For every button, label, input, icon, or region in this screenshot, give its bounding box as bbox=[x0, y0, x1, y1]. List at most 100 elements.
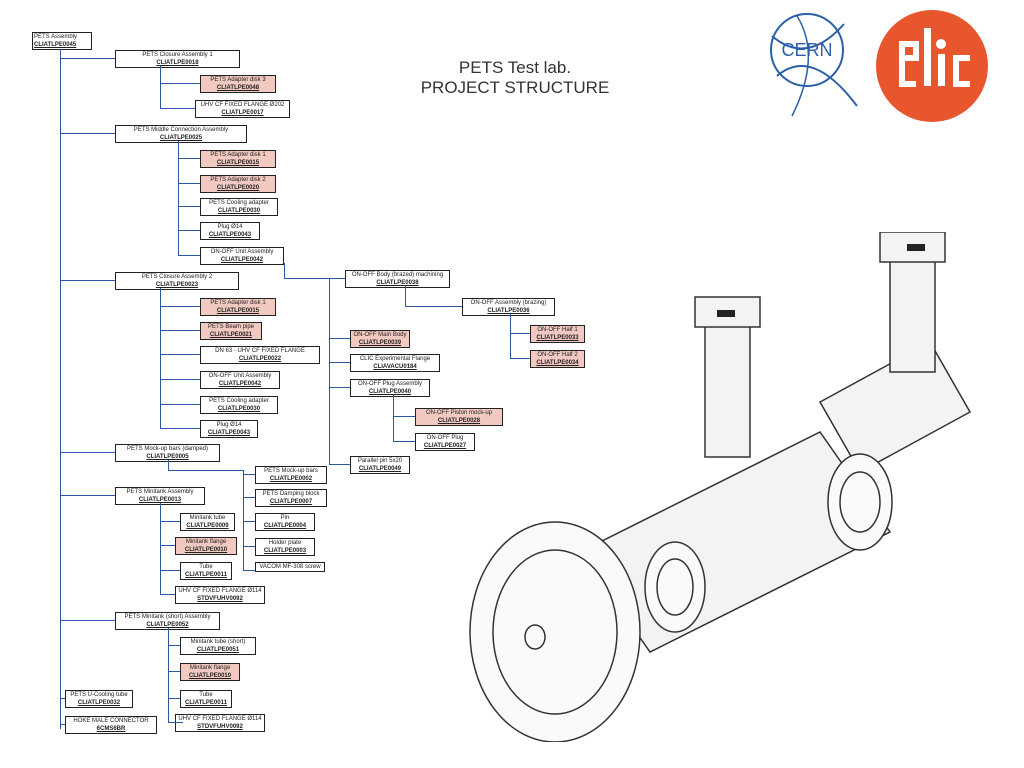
connector-line bbox=[160, 503, 161, 594]
tree-node-code: CLIATLPE0011 bbox=[185, 700, 227, 706]
connector-line bbox=[510, 333, 530, 334]
tree-node-code: CLIATLPE0039 bbox=[358, 340, 402, 346]
connector-line bbox=[178, 255, 200, 256]
connector-line bbox=[168, 722, 183, 723]
connector-line bbox=[243, 546, 255, 547]
connector-line bbox=[178, 141, 179, 256]
tree-node-code: CLIATLPE0052 bbox=[146, 622, 189, 628]
tree-node-name: ON-OFF Plug bbox=[426, 435, 464, 441]
tree-node-name: PETS Cooling adapter bbox=[209, 200, 269, 206]
connector-line bbox=[160, 570, 180, 571]
logos: CERN bbox=[770, 10, 988, 122]
connector-line bbox=[60, 452, 115, 453]
connector-line bbox=[405, 286, 406, 306]
tree-node-name: Tube bbox=[199, 564, 213, 570]
connector-line bbox=[284, 278, 329, 279]
tree-node-code: CLIATLPE0011 bbox=[185, 572, 227, 578]
connector-line bbox=[160, 404, 200, 405]
tree-node-name: PETS Closure Assembly 1 bbox=[142, 52, 213, 58]
tree-node-name: PETS Adapter disk 1 bbox=[210, 300, 266, 306]
tree-node-name: PETS Middle Connection Assembly bbox=[133, 127, 229, 133]
connector-line bbox=[243, 521, 255, 522]
tree-node-code: CLIATLPE0032 bbox=[77, 700, 121, 706]
tree-node-code: CLIATLPE0017 bbox=[221, 110, 264, 116]
tree-node-code: CLIATLPE0002 bbox=[269, 476, 313, 482]
connector-line bbox=[393, 441, 415, 442]
connector-line bbox=[329, 362, 350, 363]
tree-node-name: DN 63 - UHV CF FIXED FLANGE bbox=[215, 348, 305, 354]
tree-node-code: STDVFUHV0092 bbox=[197, 596, 243, 602]
tree-node-name: CLIC Experimental Flange bbox=[359, 356, 431, 362]
tree-node-code: CLIATLPE0021 bbox=[209, 332, 253, 338]
tree-node-code: CLIATLPE0034 bbox=[536, 360, 579, 366]
connector-line bbox=[60, 280, 115, 281]
connector-line bbox=[329, 278, 330, 464]
tree-node: VACOM MF-308 screw bbox=[255, 562, 325, 572]
connector-line bbox=[160, 428, 200, 429]
tree-node-name: Minitank flange bbox=[189, 665, 231, 671]
connector-line bbox=[60, 620, 115, 621]
tree-node-code: CLIATLPE0003 bbox=[263, 548, 307, 554]
tree-node-code: CLIATLPE0027 bbox=[423, 443, 467, 449]
connector-line bbox=[160, 108, 195, 109]
connector-line bbox=[393, 395, 394, 441]
connector-line bbox=[160, 545, 175, 546]
connector-line bbox=[60, 58, 115, 59]
connector-line bbox=[243, 470, 244, 570]
tree-node-name: HOKE MALE CONNECTOR bbox=[73, 718, 149, 724]
connector-line bbox=[160, 379, 200, 380]
tree-node: ON-OFF Assembly (brazing)CLIATLPE0036 bbox=[462, 298, 555, 316]
tree-node-code: CLIATLPE0018 bbox=[156, 60, 199, 66]
tree-node-name: ON-OFF Piston mock-up bbox=[425, 410, 492, 416]
tree-node-code: CLIATLPE0009 bbox=[186, 523, 229, 529]
tree-node-code: CLIATLPE0015 bbox=[216, 308, 260, 314]
connector-line bbox=[168, 645, 180, 646]
connector-line bbox=[284, 263, 285, 278]
tree-node-name: PETS Mock-up bars bbox=[264, 468, 318, 474]
tree-node-name: PETS Adapter disk 3 bbox=[210, 77, 266, 83]
tree-node-code: STDVFUHV0092 bbox=[197, 724, 243, 730]
connector-line bbox=[329, 464, 350, 465]
connector-line bbox=[329, 387, 350, 388]
tree-node-code: CLIATLPE0033 bbox=[536, 335, 579, 341]
tree-node-code: CLIATLPE0042 bbox=[220, 257, 264, 263]
connector-line bbox=[60, 495, 115, 496]
title-line-2: PROJECT STRUCTURE bbox=[420, 78, 610, 97]
connector-line bbox=[243, 570, 255, 571]
connector-line bbox=[60, 724, 65, 725]
tree-node-code: CLIAVACU0184 bbox=[373, 364, 417, 370]
tree-node-code: CLIATLPE0040 bbox=[368, 389, 412, 395]
connector-line bbox=[160, 521, 180, 522]
tree-node-name: PETS Assembly bbox=[34, 34, 78, 40]
tree-node-name: PETS Closure Assembly 2 bbox=[141, 274, 213, 280]
tree-node-name: PETS Cooling adapter bbox=[209, 398, 269, 404]
tree-node-code: CLIATLPE0004 bbox=[263, 523, 307, 529]
tree-node-name: ON-OFF Assembly (brazing) bbox=[470, 300, 547, 306]
connector-line bbox=[160, 594, 175, 595]
tree-node-name: ON-OFF Main Body bbox=[353, 332, 407, 338]
connector-line bbox=[60, 133, 115, 134]
tree-node-code: CLIATLPE0028 bbox=[437, 418, 481, 424]
tree-node: PETS Mock-up bars (damped)CLIATLPE0005 bbox=[115, 444, 220, 462]
tree-node-name: Parallel pin 5x20 bbox=[357, 458, 403, 464]
